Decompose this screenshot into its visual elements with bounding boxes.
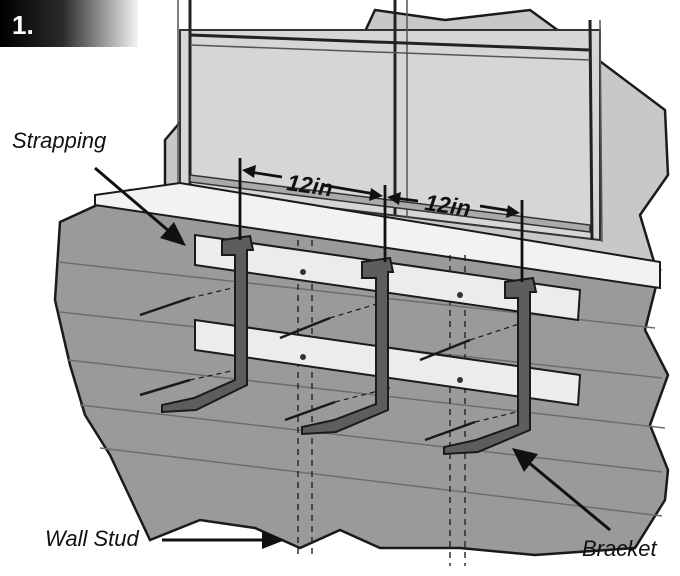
step-badge: 1.: [0, 0, 138, 47]
brackets: [161, 234, 538, 456]
bracket-left: [161, 234, 255, 414]
wall-stud-arrow: [162, 531, 285, 549]
bracket-arrow: [512, 448, 611, 532]
dimension-right-label: 12in: [423, 189, 472, 221]
bracket-middle: [301, 256, 395, 436]
window: [177, 0, 603, 243]
bracket-right: [443, 276, 538, 456]
bracket-label: Bracket: [582, 536, 657, 561]
dimension-lines: [238, 158, 524, 282]
wall-stud-label: Wall Stud: [45, 526, 140, 551]
strapping-arrow: [94, 166, 186, 246]
window-sill: [94, 181, 661, 290]
wall-studs: [297, 240, 466, 566]
step-number: 1.: [12, 10, 34, 40]
strapping-label: Strapping: [12, 128, 107, 153]
dimension-left-label: 12in: [285, 169, 334, 201]
